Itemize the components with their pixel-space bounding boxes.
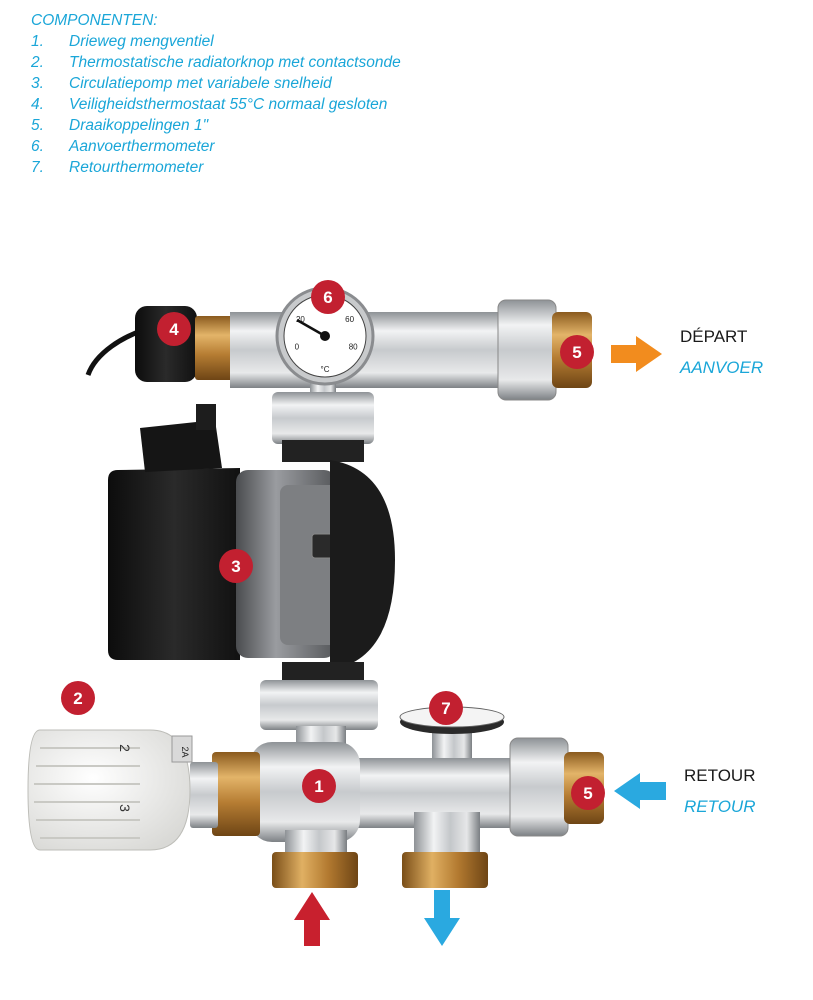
return-label-fr: RETOUR xyxy=(684,766,756,785)
pump-bottom-collar xyxy=(282,662,364,684)
legend-item-7: 7. Retourthermometer xyxy=(31,157,401,178)
badge-5-top: 5 xyxy=(560,335,594,369)
legend-item-number: 6. xyxy=(31,138,44,155)
badge-7: 7 xyxy=(429,691,463,725)
gauge-tick-label: 60 xyxy=(345,315,354,324)
legend-item-text: Veiligheidsthermostaat 55°C normaal gesl… xyxy=(69,96,388,113)
badge-3-label: 3 xyxy=(231,557,240,576)
legend-item-number: 5. xyxy=(31,117,44,134)
supply-label-fr: DÉPART xyxy=(680,327,748,346)
legend-item-number: 2. xyxy=(31,54,44,71)
right-brass-outlet xyxy=(402,852,488,888)
inlet-up-arrow xyxy=(294,892,330,946)
legend-item-text: Thermostatische radiatorknop met contact… xyxy=(69,54,401,71)
gauge-needle-hub xyxy=(320,331,330,341)
legend-item-text: Retourthermometer xyxy=(69,159,204,176)
probe-tag xyxy=(171,735,193,763)
badge-6-label: 6 xyxy=(323,288,332,307)
supply-arrow xyxy=(611,336,662,372)
return-arrow xyxy=(614,773,666,809)
legend-item-number: 7. xyxy=(31,159,44,176)
badge-4: 4 xyxy=(157,312,191,346)
gauge-tick-label: 80 xyxy=(349,342,358,351)
pump-bottom-union xyxy=(260,680,378,730)
pump-top-collar xyxy=(282,440,364,462)
knob-brass-adapter xyxy=(212,752,260,836)
return-union-nut xyxy=(509,737,569,837)
pump-control-box xyxy=(108,468,240,660)
legend-item-number: 4. xyxy=(31,96,44,113)
badge-5-bottom: 5 xyxy=(571,776,605,810)
knob-chrome-nut xyxy=(190,762,218,828)
legend-item-1: 1. Drieweg mengventiel xyxy=(31,31,401,52)
knob-ribs xyxy=(34,747,140,839)
badge-2-label: 2 xyxy=(73,689,82,708)
legend-item-number: 1. xyxy=(31,33,44,50)
badge-4-label: 4 xyxy=(169,320,179,339)
legend-item-5: 5. Draaikoppelingen 1" xyxy=(31,115,401,136)
probe-tag-label: 2A xyxy=(180,746,190,757)
badge-7-label: 7 xyxy=(441,699,450,718)
valve-left-leg xyxy=(285,830,347,856)
badge-1: 1 xyxy=(302,769,336,803)
gauge-tick-label: 20 xyxy=(296,315,305,324)
pump-connector-clip xyxy=(196,404,216,430)
supply-union-nut xyxy=(497,299,557,401)
valve-right-leg xyxy=(414,812,480,856)
badge-6: 6 xyxy=(311,280,345,314)
return-label-nl: RETOUR xyxy=(684,797,756,816)
legend-item-text: Drieweg mengventiel xyxy=(69,33,214,50)
gauge-needle xyxy=(296,318,326,338)
pump-electric-connector xyxy=(140,420,222,472)
components-legend: COMPONENTEN: 1. Drieweg mengventiel 2. The… xyxy=(31,10,401,178)
supply-label-nl: AANVOER xyxy=(680,358,764,377)
legend-item-text: Aanvoerthermometer xyxy=(69,138,215,155)
legend-item-number: 3. xyxy=(31,75,44,92)
legend-item-text: Circulatiepomp met variabele snelheid xyxy=(69,75,332,92)
badge-5-bottom-label: 5 xyxy=(583,784,592,803)
legend-item-2: 2. Thermostatische radiatorknop met conta… xyxy=(31,52,401,73)
gauge-tick-label: 0 xyxy=(295,342,300,351)
outlet-down-arrow xyxy=(424,890,460,946)
left-brass-outlet xyxy=(272,852,358,888)
badge-1-label: 1 xyxy=(314,777,323,796)
pump-top-union xyxy=(272,392,374,444)
knob-mark-2: 2 xyxy=(117,744,133,752)
pump-volute xyxy=(330,460,395,670)
legend-item-text: Draaikoppelingen 1" xyxy=(69,117,209,134)
knob-mark-3: 3 xyxy=(117,804,133,812)
gauge-unit: °C xyxy=(321,365,330,374)
badge-3: 3 xyxy=(219,549,253,583)
brass-hex-nut xyxy=(195,316,233,380)
badge-2: 2 xyxy=(61,681,95,715)
badge-5-top-label: 5 xyxy=(572,343,581,362)
legend-item-6: 6. Aanvoerthermometer xyxy=(31,136,401,157)
legend-item-4: 4. Veiligheidsthermostaat 55°C normaal ge… xyxy=(31,94,401,115)
pump-motor-face xyxy=(280,485,340,645)
legend-title: COMPONENTEN: xyxy=(31,12,158,29)
legend-item-3: 3. Circulatiepomp met variabele snelheid xyxy=(31,73,401,94)
